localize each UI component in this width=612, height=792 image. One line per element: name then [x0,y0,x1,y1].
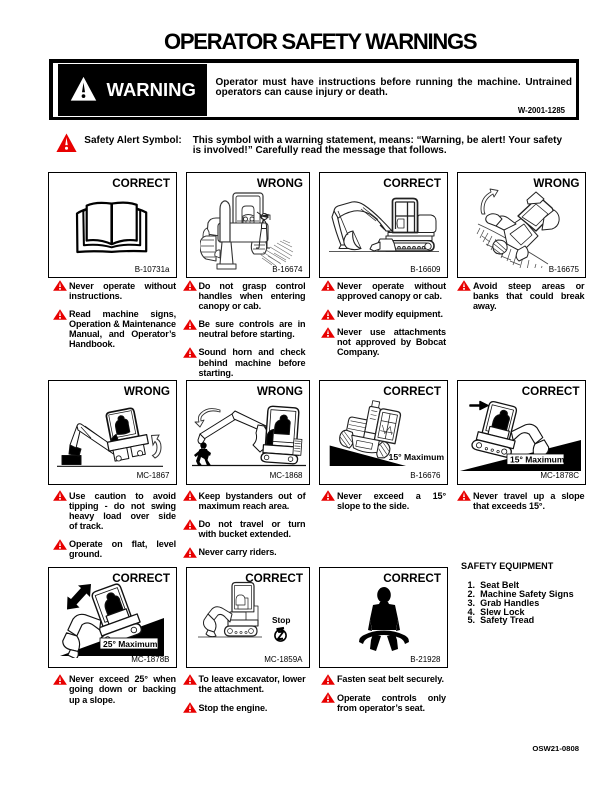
svg-text:15° Maximum: 15° Maximum [510,455,565,465]
svg-text:15° Maximum: 15° Maximum [389,452,445,462]
svg-text:Stop: Stop [272,615,290,625]
svg-text:25° Maximum: 25° Maximum [103,639,158,649]
